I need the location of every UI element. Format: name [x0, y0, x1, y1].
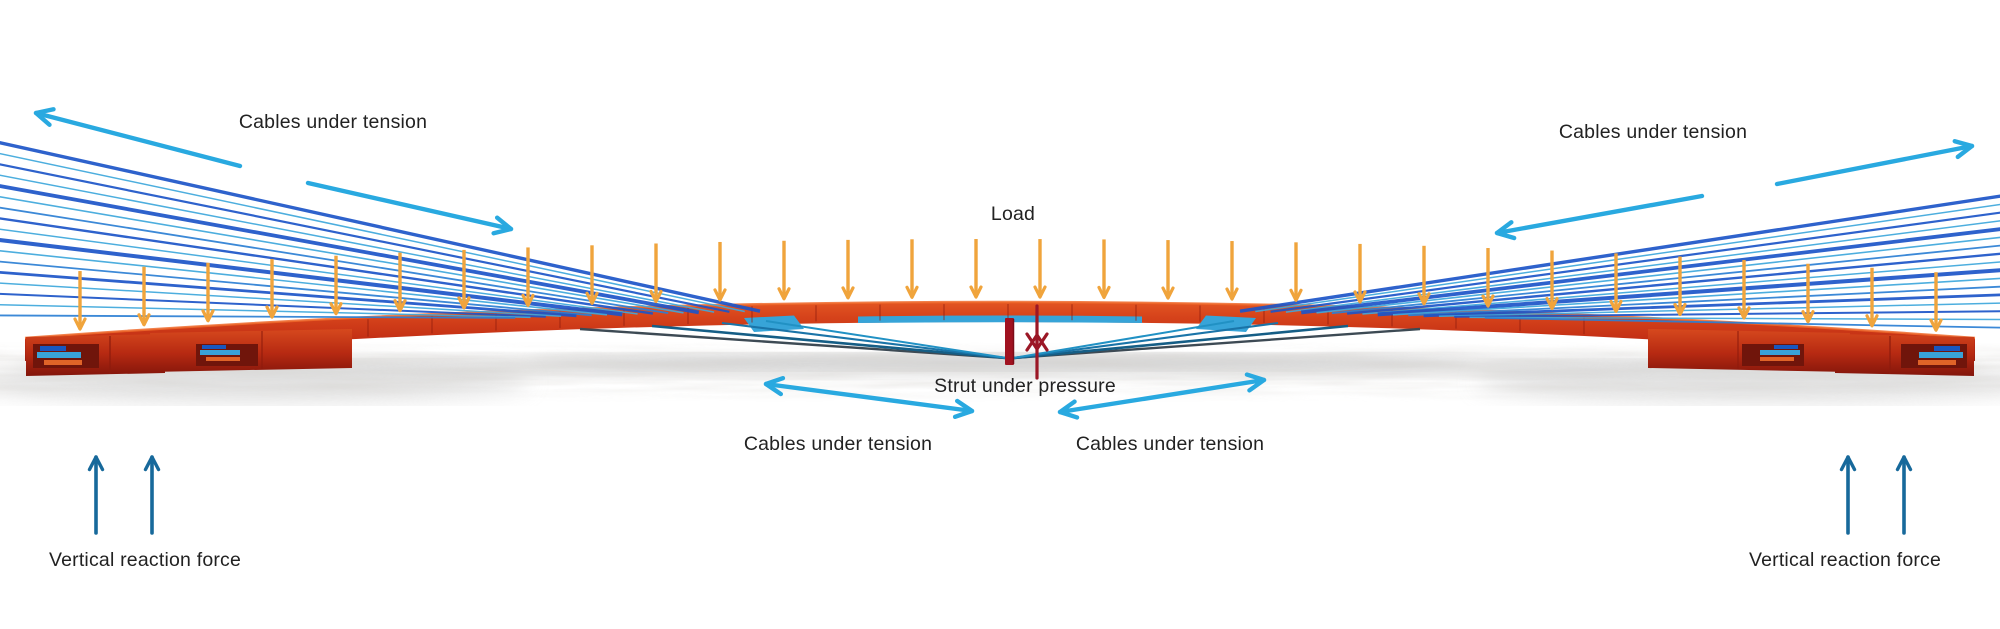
reaction-force-arrows: [87, 455, 1913, 535]
deck-segment-joints: [367, 304, 1585, 337]
deck-top-rim: [24, 300, 1976, 340]
label-cables-top-right: Cables under tension: [1558, 121, 1748, 143]
label-load: Load: [990, 203, 1036, 225]
label-reaction-right: Vertical reaction force: [1748, 549, 1942, 571]
label-strut: Strut under pressure: [934, 375, 1116, 397]
deck-end-left: [26, 329, 352, 376]
deck-end-right: [1648, 329, 1974, 376]
label-reaction-left: Vertical reaction force: [48, 549, 242, 571]
deck-cyan-stress-stripe: [858, 315, 1142, 323]
label-cables-top-left: Cables under tension: [238, 111, 428, 133]
compression-arrows: [1025, 304, 1049, 380]
cables-top-left-arrow: [33, 107, 243, 169]
load-arrows: [73, 239, 1943, 332]
label-cables-bottom-left: Cables under tension: [743, 433, 933, 455]
cables-top-right-arrow: [1494, 193, 1705, 241]
stay-cables-right: [1239, 194, 2000, 329]
central-strut: [1005, 318, 1015, 365]
stay-cables-left: [0, 141, 761, 319]
cables-bottom-right-arrow: [1057, 372, 1267, 420]
under-deck-cables: [579, 320, 1421, 360]
cables-top-left-arrow: [305, 180, 514, 236]
annotation-arrows: [33, 107, 1975, 420]
cables-bottom-left-arrow: [763, 375, 975, 420]
cables-top-right-arrow: [1774, 139, 1975, 187]
label-cables-bottom-right: Cables under tension: [1075, 433, 1265, 455]
